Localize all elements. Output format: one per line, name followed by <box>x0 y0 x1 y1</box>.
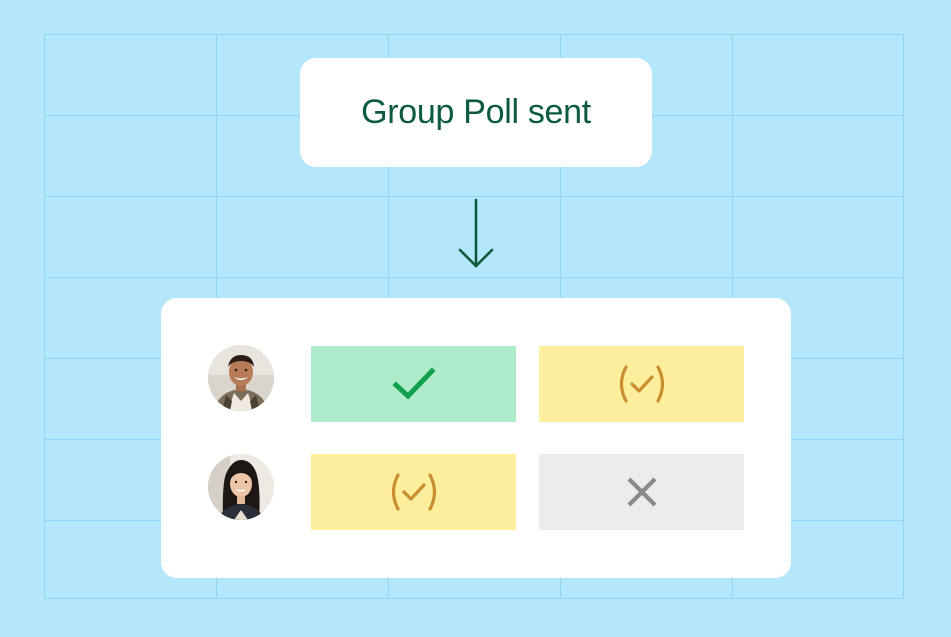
avatar-man <box>208 345 274 411</box>
poll-results-card <box>161 298 791 578</box>
response-if-need-be <box>311 454 516 530</box>
parenthesized-check-icon <box>391 473 436 511</box>
status-card: Group Poll sent <box>300 58 652 167</box>
response-no <box>539 454 744 530</box>
response-yes <box>311 346 516 422</box>
check-icon <box>391 367 436 400</box>
avatar-woman <box>208 454 274 520</box>
page-title: Group Poll sent <box>361 93 591 131</box>
close-icon <box>627 477 656 507</box>
response-if-need-be <box>539 346 744 422</box>
parenthesized-check-icon <box>619 365 664 403</box>
arrow-down-icon <box>456 198 496 272</box>
